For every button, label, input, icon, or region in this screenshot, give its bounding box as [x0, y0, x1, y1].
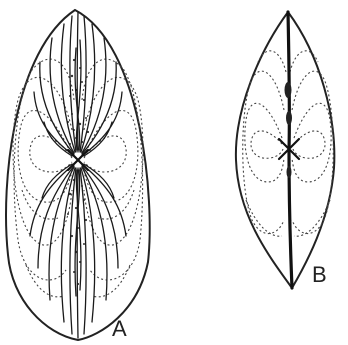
panel-a-center-cross: [68, 150, 88, 170]
panel-a-label: A: [112, 316, 127, 341]
panel-a: A: [6, 10, 150, 341]
panel-b-outline: [236, 12, 334, 288]
panel-a-spindle-fibers: [30, 12, 126, 338]
panel-b: B: [236, 12, 334, 288]
panel-b-label: B: [312, 262, 327, 287]
